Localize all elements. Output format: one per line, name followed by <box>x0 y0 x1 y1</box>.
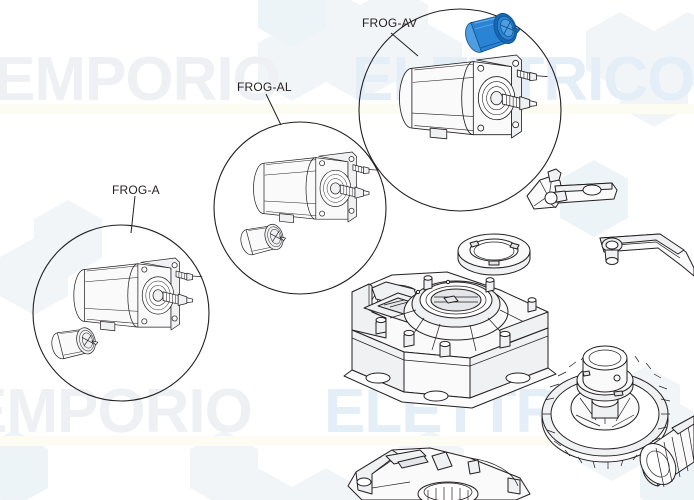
callout-frog-a <box>32 195 210 402</box>
lever-arm-long <box>599 233 694 277</box>
callout-frog-al <box>213 93 387 295</box>
callout-circle-frog-av <box>358 8 562 212</box>
capacitor-al <box>237 220 289 259</box>
watermark-band-bottom <box>0 436 694 446</box>
lever-arm-short <box>526 168 618 210</box>
callout-circle-frog-a <box>32 224 210 402</box>
gearbox-cover <box>347 447 531 500</box>
electric-motor-av <box>399 54 548 140</box>
callout-circle-frog-al <box>213 121 387 295</box>
watermark-word-emporio-top: EMPORIO <box>0 45 280 114</box>
seal-ring <box>457 233 531 276</box>
crown-gear <box>541 345 671 469</box>
capacitor-a <box>48 323 101 363</box>
leader-line-frog-a <box>130 195 136 234</box>
callout-label-frog-av: FROG-AV <box>362 16 418 30</box>
gearbox-housing <box>343 271 557 409</box>
leader-line-frog-al <box>265 93 282 126</box>
electric-motor-a <box>73 257 203 332</box>
callout-label-frog-a: FROG-A <box>112 183 160 197</box>
electric-motor-al <box>253 151 379 224</box>
worm-shaft <box>639 415 694 488</box>
leader-line-frog-av <box>390 32 419 57</box>
callout-label-frog-al: FROG-AL <box>237 80 292 94</box>
callout-frog-av <box>358 6 562 212</box>
watermark-word-emporio-bottom: EMPORIO <box>0 377 252 446</box>
watermark-band-top <box>0 104 694 114</box>
